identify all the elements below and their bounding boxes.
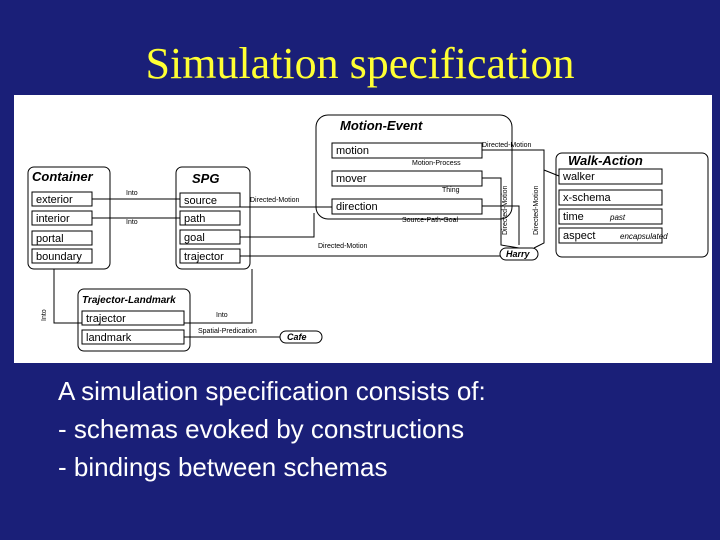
boundary-trajector-link [53,269,82,324]
walker-slot-box [558,168,663,185]
walker-slot: walker [562,171,595,183]
goal-slot: goal [184,232,205,244]
exterior-slot: exterior [36,194,73,206]
time-value: past [609,213,626,222]
walk-harry-link [533,170,545,249]
spg-header: SPG [192,171,219,186]
directed-motion-trajector-label: Directed-Motion [318,243,368,250]
spatial-predication-label: Spatial-Predication [198,328,257,335]
bullet-item: - bindings between schemas [58,452,388,482]
schema-diagram-svg: Motion-Event Walk-Action Container SPG T… [27,114,709,352]
mover-slot: mover [336,173,367,185]
slide-title: Simulation specification [145,39,575,88]
into-label-4: Into [41,309,48,321]
motion-event-frame [315,114,513,220]
into-label-3: Into [216,312,228,319]
landmark-slot: landmark [86,332,132,344]
aspect-slot-box [558,227,663,244]
bullet-item: A simulation specification consists of: [58,376,486,406]
motion-walker-link [482,149,560,177]
direction-link [482,205,520,245]
motion-process-label: Motion-Process [412,160,461,167]
thing-label: Thing [442,187,460,194]
motion-event-header: Motion-Event [340,118,423,133]
directed-motion-vert2-label: Directed-Motion [533,185,540,235]
boundary-slot: boundary [36,251,82,263]
time-slot: time [563,211,584,223]
directed-motion-vert1-label: Directed-Motion [502,185,509,235]
cafe-instance: Cafe [287,332,307,342]
direction-slot: direction [336,201,378,213]
container-header: Container [32,169,94,184]
tl-trajector-slot: trajector [86,313,126,325]
schema-diagram: Motion-Event Walk-Action Container SPG T… [14,95,712,363]
trajector-landmark-header: Trajector-Landmark [82,295,176,306]
source-path-goal-label: Source-Path-Goal [402,217,458,224]
directed-motion-spg-label: Directed-Motion [250,197,300,204]
into-label-1: Into [126,190,138,197]
walk-action-header: Walk-Action [568,153,643,168]
goal-link [240,213,315,238]
mover-harry-link [482,177,520,249]
tl-trajector-slot-box [81,310,185,326]
harry-instance: Harry [506,249,531,259]
aspect-slot: aspect [563,230,595,242]
source-slot-box [179,192,241,208]
boundary-slot-box [31,248,93,264]
interior-slot: interior [36,213,70,225]
xschema-slot: x-schema [563,192,612,204]
source-slot: source [184,195,217,207]
time-slot-box [558,208,663,225]
trajector-landmark-frame [77,288,191,352]
spg-trajector-slot: trajector [184,251,224,263]
xschema-slot-box [558,189,663,206]
walk-action-frame [555,152,709,258]
into-trajector-link [184,269,253,324]
motion-slot: motion [336,145,369,157]
into-label-2: Into [126,219,138,226]
portal-slot-box [31,230,93,246]
directed-motion-top-label: Directed-Motion [482,142,532,149]
portal-slot: portal [36,233,64,245]
path-slot: path [184,213,205,225]
bullet-list: A simulation specification consists of: … [58,372,486,486]
bullet-item: - schemas evoked by constructions [58,414,465,444]
aspect-value: encapsulated [620,232,668,241]
